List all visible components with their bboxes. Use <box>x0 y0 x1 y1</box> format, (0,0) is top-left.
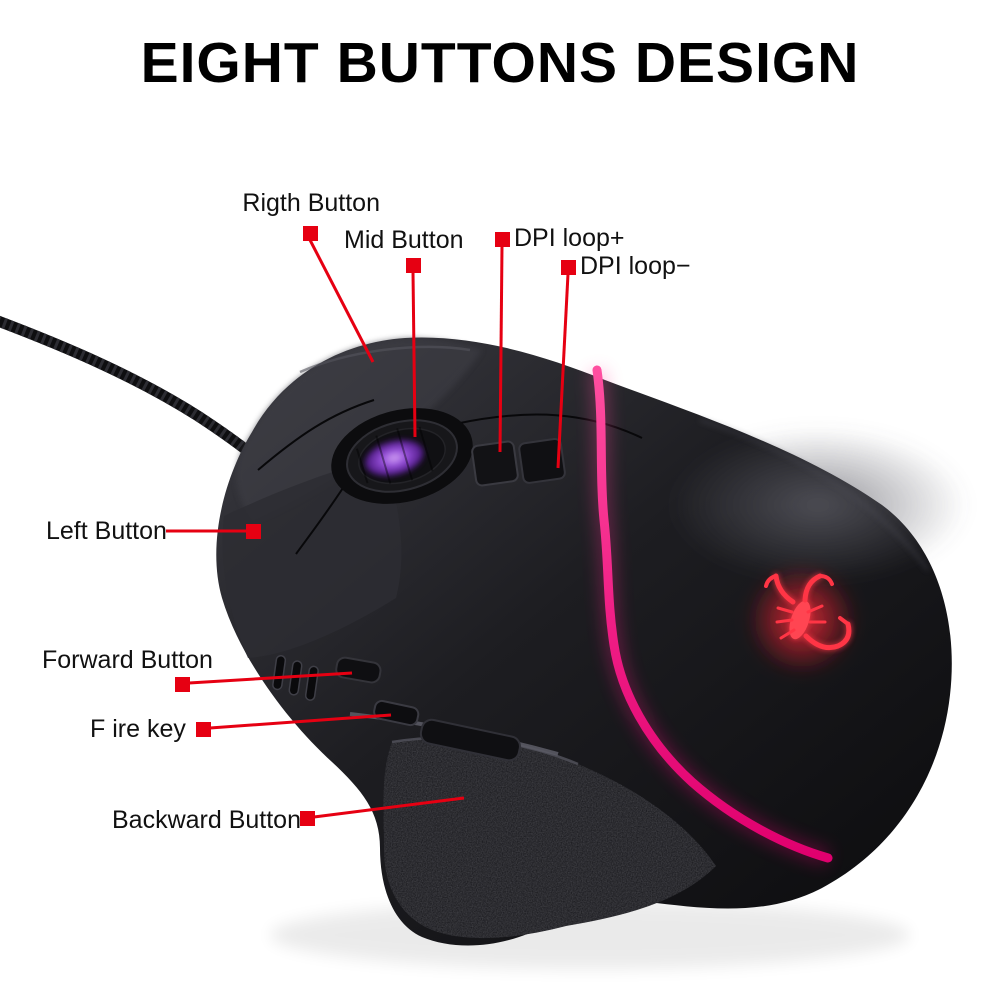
callout-label-fire-key: F ire key <box>90 715 186 743</box>
callout-marker-right-button <box>303 226 318 241</box>
callout-label-left-button: Left Button <box>46 517 167 545</box>
right-button-seam <box>454 413 643 439</box>
dpi-minus-button <box>518 437 566 484</box>
callout-label-dpi-minus: DPI loop− <box>580 252 691 280</box>
leader-line-dpi-minus <box>556 273 570 469</box>
forward-side-button <box>335 656 382 684</box>
callout-label-dpi-plus: DPI loop+ <box>514 224 625 252</box>
callout-marker-mid-button <box>406 258 421 273</box>
left-button <box>222 458 402 658</box>
callout-marker-dpi-plus <box>495 232 510 247</box>
callout-marker-forward-button <box>175 677 190 692</box>
thumb-grip <box>383 736 716 939</box>
callout-label-mid-button: Mid Button <box>344 226 464 254</box>
wheel-purple-glow <box>364 439 424 476</box>
callout-marker-left-button <box>246 524 261 539</box>
leader-line-right-button <box>308 239 375 363</box>
scorpion-logo <box>747 565 857 675</box>
callout-label-backward-button: Backward Button <box>112 806 301 834</box>
callout-label-right-button: Rigth Button <box>242 189 380 217</box>
leader-line-fire-key <box>209 713 392 730</box>
leader-line-mid-button <box>411 271 417 438</box>
leader-line-backward-button <box>313 796 465 819</box>
rear-sheen <box>668 427 968 583</box>
fire-key-button <box>373 699 420 727</box>
dpi-plus-button <box>471 440 519 487</box>
backward-side-button <box>419 718 521 762</box>
callout-marker-backward-button <box>300 811 315 826</box>
scroll-wheel <box>331 408 473 504</box>
rgb-stripe <box>588 365 833 867</box>
page-title: EIGHT BUTTONS DESIGN <box>140 31 860 95</box>
leader-line-dpi-plus <box>498 245 504 453</box>
leader-line-forward-button <box>188 671 353 685</box>
dpi-buttons <box>471 437 566 487</box>
callout-marker-dpi-minus <box>561 260 576 275</box>
callout-label-forward-button: Forward Button <box>42 646 213 674</box>
top-hump-highlight <box>299 345 471 374</box>
rear-rim-light <box>699 418 930 571</box>
callout-marker-fire-key <box>196 722 211 737</box>
